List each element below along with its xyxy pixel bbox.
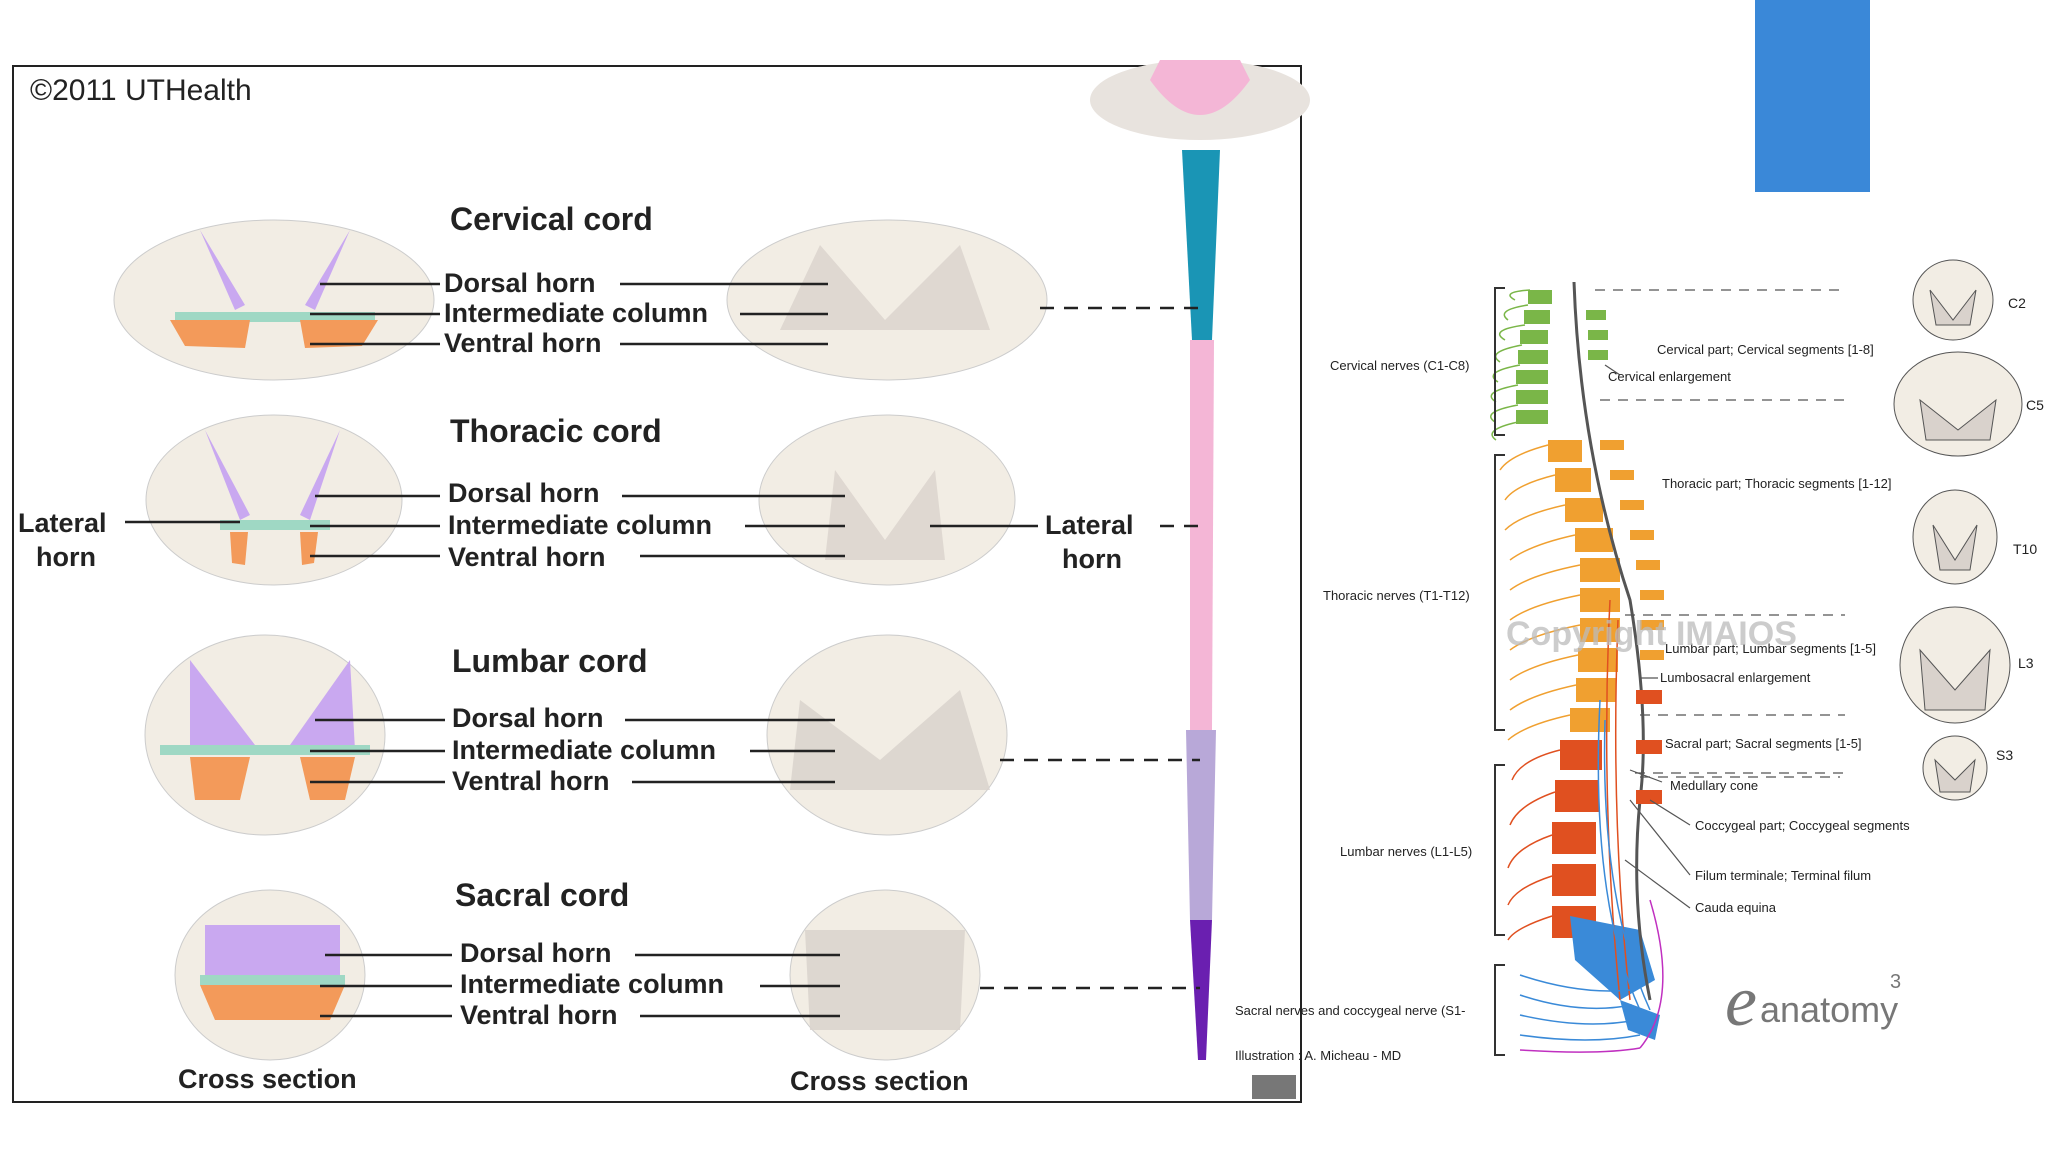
vertebral-column [1516,281,1664,1040]
segment-label-c5: C5 [2026,397,2044,413]
thoracic-right-cross-section [758,414,1016,586]
label-sacral-part: Sacral part; Sacral segments [1-5] [1665,736,1862,751]
cervical-right-cross-section [726,219,1048,381]
label-medullary-cone: Medullary cone [1670,778,1758,793]
blue-accent-rectangle [1755,0,1870,192]
label-cervical-part: Cervical part; Cervical segments [1-8] [1657,342,1874,357]
svg-text:e: e [1725,961,1757,1041]
lateral-horn-right-line1: Lateral [1045,510,1134,540]
label-coccygeal-part: Coccygeal part; Coccygeal segments [1695,818,1910,833]
sacral-title: Sacral cord [455,877,629,913]
segment-l3: L3 [1899,606,2034,724]
nerve-group-thoracic-label: Thoracic nerves (T1-T12) [1323,588,1470,603]
logo-text: anatomy [1760,989,1898,1030]
lumbar-intermediate-label: Intermediate column [452,735,716,765]
lumbar-ventral-label: Ventral horn [452,766,610,796]
lumbar-title: Lumbar cord [452,643,648,679]
lumbar-section: Lumbar cord Dorsal horn Intermediate col… [144,634,1200,836]
segment-c2: C2 [1912,259,2026,341]
thoracic-ventral-label: Ventral horn [448,542,606,572]
spinal-column-strip [1090,60,1310,1099]
sacral-intermediate-label: Intermediate column [460,969,724,999]
lateral-horn-left-line2: horn [36,542,96,572]
thoracic-section: Thoracic cord Dorsal horn Intermediate c… [18,413,1200,586]
lateral-horn-right-line2: horn [1062,544,1122,574]
lateral-horn-left-line1: Lateral [18,508,107,538]
segment-cross-sections: C2 C5 T10 L3 S3 [1893,259,2044,801]
sacral-dorsal-label: Dorsal horn [460,938,612,968]
lumbar-dorsal-label: Dorsal horn [452,703,604,733]
label-filum-terminale: Filum terminale; Terminal filum [1695,868,1871,883]
segment-label-t10: T10 [2013,541,2037,557]
label-thoracic-part: Thoracic part; Thoracic segments [1-12] [1662,476,1892,491]
label-lumbar-part: Lumbar part; Lumbar segments [1-5] [1665,641,1876,656]
cross-section-label-left: Cross section [178,1064,357,1094]
copyright-text: ©2011 UTHealth [30,74,252,107]
thoracic-dorsal-label: Dorsal horn [448,478,600,508]
label-cervical-enlargement: Cervical enlargement [1608,369,1731,384]
sacral-ventral-label: Ventral horn [460,1000,618,1030]
logo-superscript: 3 [1890,971,1901,993]
segment-s3: S3 [1922,735,2013,801]
segment-label-c2: C2 [2008,295,2026,311]
nerve-group-sacral-label: Sacral nerves and coccygeal nerve (S1- [1235,1003,1466,1018]
nerve-group-brackets [1494,287,1505,1056]
segment-t10: T10 [1912,489,2037,585]
thoracic-title: Thoracic cord [450,413,662,449]
cervical-section: Cervical cord Dorsal horn Intermediate c… [113,201,1200,381]
sacral-section: Sacral cord Dorsal horn Intermediate col… [174,877,1200,1061]
nerve-lines [1490,289,1664,1053]
watermark-text: Copyright IMAIOS [1506,615,1797,653]
segment-label-s3: S3 [1996,747,2013,763]
e-anatomy-logo: e anatomy 3 [1725,961,1901,1041]
cervical-title: Cervical cord [450,201,653,237]
nerve-group-lumbar-label: Lumbar nerves (L1-L5) [1340,844,1472,859]
illustration-credit: Illustration : A. Micheau - MD [1235,1048,1401,1063]
thoracic-left-cross-section [145,414,403,586]
thoracic-intermediate-label: Intermediate column [448,510,712,540]
part-leader-lines [1595,289,1845,909]
label-lumbosacral-enlargement: Lumbosacral enlargement [1660,670,1811,685]
cervical-ventral-label: Ventral horn [444,328,602,358]
segment-c5: C5 [1893,351,2044,457]
cross-section-label-right: Cross section [790,1066,969,1096]
nerve-group-cervical-label: Cervical nerves (C1-C8) [1330,358,1469,373]
cervical-dorsal-label: Dorsal horn [444,268,596,298]
cervical-intermediate-label: Intermediate column [444,298,708,328]
segment-label-l3: L3 [2018,655,2034,671]
label-cauda-equina: Cauda equina [1695,900,1777,915]
